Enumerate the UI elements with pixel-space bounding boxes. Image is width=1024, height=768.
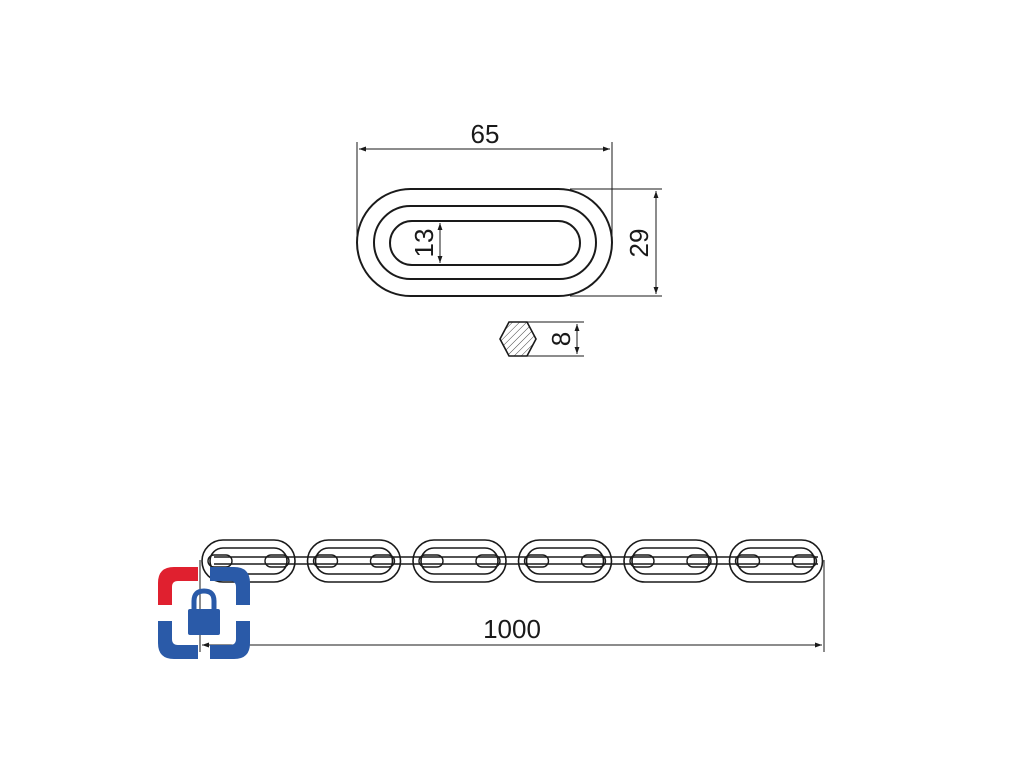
height-label: 29 [624,229,654,258]
length-dimension: 65 [356,119,613,238]
logo-red-bracket [158,567,198,605]
inner-width-dimension: 13 [409,223,443,263]
link-middle-outline [373,205,597,280]
hexagon-section [499,321,537,357]
logo-blue-bracket-top [210,567,250,605]
brand-logo [158,567,250,659]
link-top-view: 65 29 13 [356,119,662,297]
chain-link-end [791,554,818,568]
chain-link-inner [631,547,710,575]
link-outer-outline [356,188,613,297]
height-dimension: 29 [570,188,662,297]
chain-link-end [580,554,607,568]
logo-blue-bracket-bottom-left [158,621,198,659]
chain-link-outer [517,539,613,583]
chain-link-end [475,554,501,568]
chain-link-end [418,554,444,568]
inner-width-label: 13 [409,229,439,258]
link-inner-opening [389,220,581,266]
padlock-icon [188,588,220,635]
logo-blue-bracket-bottom-right [210,621,250,659]
chain-link-outer [623,539,718,583]
chain-link-inner [209,547,288,575]
chain-link-end [734,554,761,568]
chain-link-end [629,554,655,568]
length-label: 65 [471,119,500,149]
chain-link-outer [412,539,507,583]
total-length-label: 1000 [483,614,541,644]
chain-link-inner [736,547,816,575]
chain-view: 1000 [199,539,825,652]
diameter-label: 8 [546,332,576,346]
chain-link-inner [525,547,605,575]
chain-link-inner [420,547,499,575]
chain-link-end [264,554,290,568]
chain-link-outer [306,539,402,583]
chain-link-end [369,554,396,568]
chain-link-outer [728,539,824,583]
chain-link-end [312,554,339,568]
chain-link-inner [314,547,394,575]
total-length-dimension: 1000 [199,560,825,652]
chain-link-end [686,554,712,568]
chain-link-end [523,554,550,568]
wire-cross-section: 8 [499,321,584,357]
